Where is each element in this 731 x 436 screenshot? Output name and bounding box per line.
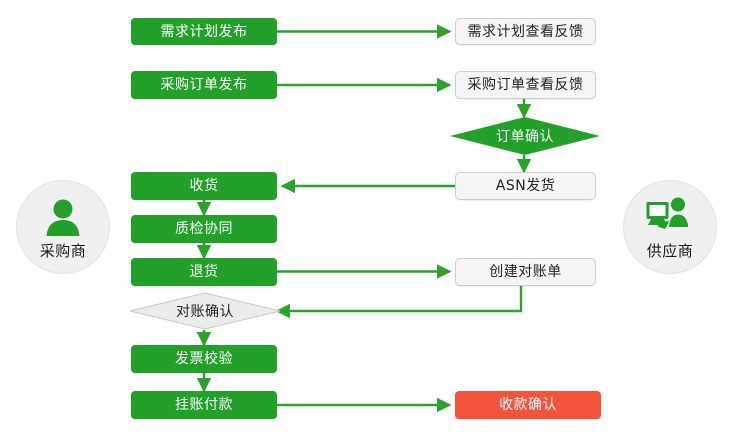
node-order-confirm[interactable]: 订单确认 <box>450 117 600 155</box>
node-quality-inspection-collab[interactable]: 质检协同 <box>131 215 277 243</box>
node-demand-plan-publish[interactable]: 需求计划发布 <box>131 18 277 45</box>
node-create-reconciliation-statement[interactable]: 创建对账单 <box>455 258 596 286</box>
node-asn-shipment[interactable]: ASN发货 <box>455 172 596 200</box>
actor-buyer[interactable]: 采购商 <box>16 180 110 274</box>
person-icon <box>43 194 83 236</box>
wire-statement-to-reconcile <box>275 286 523 319</box>
node-pending-payment[interactable]: 挂账付款 <box>131 391 277 419</box>
node-purchase-order-publish[interactable]: 采购订单发布 <box>131 71 277 99</box>
node-return-goods[interactable]: 退货 <box>131 258 277 286</box>
node-receive-goods[interactable]: 收货 <box>131 172 277 200</box>
node-reconciliation-confirm[interactable]: 对账确认 <box>129 292 281 330</box>
node-payment-receipt-confirm[interactable]: 收款确认 <box>455 391 601 419</box>
person-at-computer-icon <box>645 194 695 236</box>
node-demand-plan-view-feedback[interactable]: 需求计划查看反馈 <box>455 18 596 45</box>
node-invoice-verify[interactable]: 发票校验 <box>131 345 277 373</box>
actor-supplier[interactable]: 供应商 <box>623 180 717 274</box>
actor-buyer-label: 采购商 <box>39 241 87 260</box>
node-purchase-order-view-feedback[interactable]: 采购订单查看反馈 <box>455 71 596 99</box>
actor-supplier-label: 供应商 <box>646 241 694 260</box>
